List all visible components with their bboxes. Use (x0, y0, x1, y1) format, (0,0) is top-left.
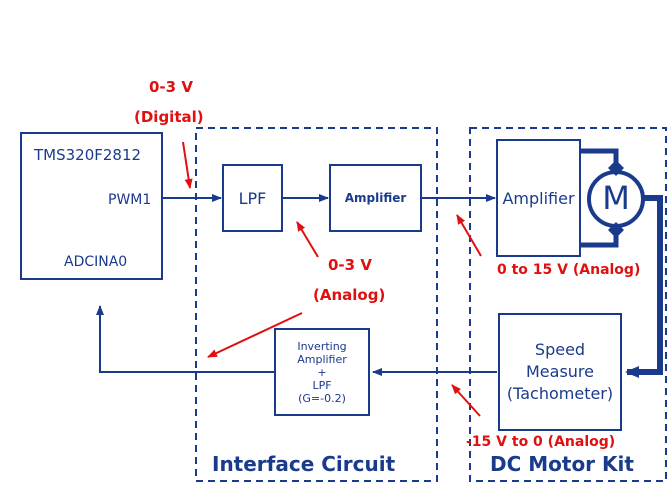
motor-terminal-top (608, 160, 624, 176)
pwm-pin-label: PWM1 (108, 192, 152, 208)
dsp-title: TMS320F2812 (34, 146, 142, 164)
speed-line-3: (Tachometer) (506, 384, 614, 403)
adc-analog-pointer (207, 312, 303, 358)
motor-to-tacho-arrow (625, 195, 663, 378)
feedback-range-label: -15 V to 0 (Analog) (466, 434, 616, 450)
lpf-block: LPF (222, 164, 283, 232)
interface-circuit-title: Interface Circuit (212, 452, 396, 476)
motor-kit-border (469, 127, 667, 482)
motor-label: M (602, 179, 630, 217)
amplifier-block-motor: Amplifier (496, 139, 581, 257)
speed-line-1: Speed (534, 340, 586, 359)
speed-line-2: Measure (526, 362, 594, 381)
inv-line-2: Amplifier (297, 352, 347, 366)
feedback-range-pointer (451, 384, 481, 417)
interface-circuit-border (195, 127, 438, 482)
inv-to-adc-arrow (96, 305, 274, 373)
amplifier-block-interface: Amplifier (329, 164, 422, 232)
analog-pointer (296, 221, 319, 258)
lpf-label: LPF (238, 188, 267, 208)
motor-range-pointer (456, 214, 482, 257)
adc-pin-label: ADCINA0 (64, 254, 128, 270)
inv-line-5: (G=-0.2) (298, 391, 346, 405)
analog-voltage-label: 0-3 V (328, 256, 372, 274)
motor-terminal-bottom (608, 222, 624, 238)
digital-pointer (182, 141, 193, 189)
speed-measure-block: Speed Measure (Tachometer) (498, 313, 622, 431)
analog-type-label: (Analog) (313, 286, 386, 304)
inv-line-1: Inverting (297, 339, 347, 353)
digital-voltage-label: 0-3 V (149, 78, 193, 96)
inv-line-3: + (317, 365, 327, 379)
amplifier-label: Amplifier (344, 191, 407, 205)
motor-kit-title: DC Motor Kit (490, 452, 634, 476)
motor-amplifier-label: Amplifier (502, 188, 575, 208)
inverting-amplifier-block: Inverting Amplifier + LPF (G=-0.2) (274, 328, 370, 416)
motor-range-label: 0 to 15 V (Analog) (497, 262, 641, 278)
digital-type-label: (Digital) (134, 108, 204, 126)
dsp-block: TMS320F2812 PWM1 ADCINA0 (20, 132, 163, 280)
inv-line-4: LPF (312, 378, 332, 392)
